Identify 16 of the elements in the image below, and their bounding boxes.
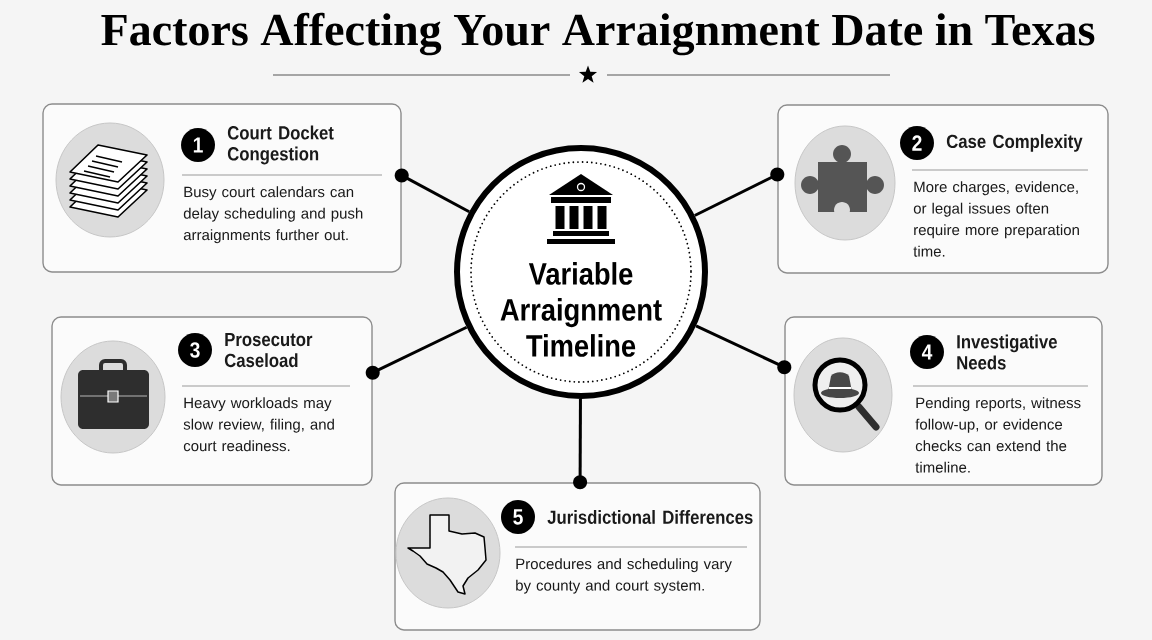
number-badge: 2 [900,126,934,160]
card-text: Heavy workloads may slow review, filing, and court readiness. [183,397,334,452]
card-heading: Jurisdictional Differences [547,510,753,524]
card-text: Pending reports, witness follow-up, or evidence checks can extend the timeline. [915,397,1081,473]
card-heading: Prosecutor Caseload [224,332,313,368]
number-badge: 5 [501,500,535,534]
card-text: Busy court calendars can delay scheduling and push arraignments further out. [183,186,363,244]
title: Factors Affecting Your Arraignment Date in Texas [101,12,1095,56]
card-heading: Case Complexity [946,134,1083,152]
number-badge: 4 [910,335,944,369]
card-heading: Court Docket Congestion [227,125,334,165]
card-text: Procedures and scheduling vary by county and court system. [516,558,732,594]
card-text: More charges, evidence, or legal issues often require more preparation time. [913,181,1079,257]
card-heading: Investigative Needs [957,334,1057,370]
number-badge: 3 [178,333,212,367]
number-badge: 1 [181,128,215,162]
